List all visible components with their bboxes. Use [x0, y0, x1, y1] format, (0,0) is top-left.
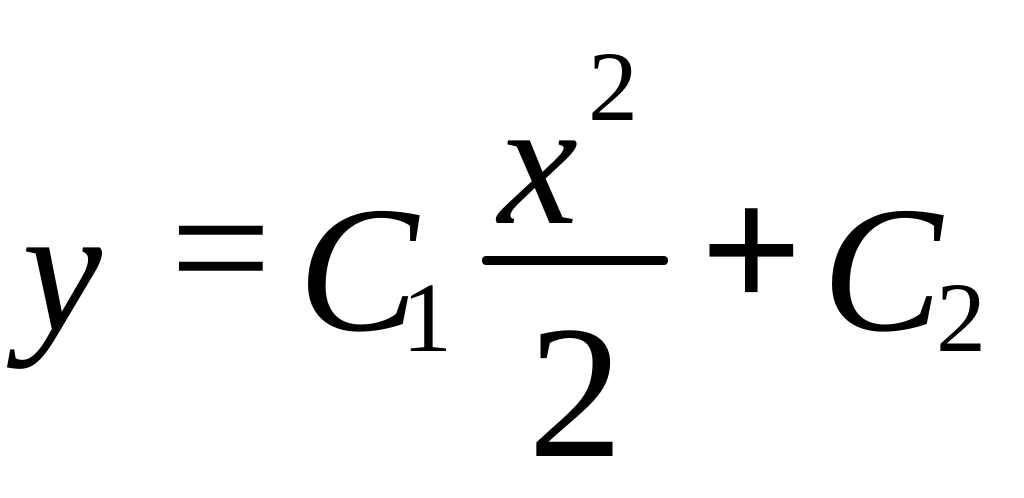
equation: y = C 1 x 2 2 + C 2 — [22, 31, 986, 489]
constant-c1-subscript: 1 — [402, 262, 452, 373]
fraction-denominator: 2 — [528, 288, 623, 498]
constant-c1: C — [298, 170, 419, 369]
constant-c2: C — [822, 170, 943, 369]
constant-c2-subscript: 2 — [936, 262, 986, 373]
fraction-numerator-exponent: 2 — [588, 31, 638, 142]
variable-y: y — [22, 170, 102, 369]
fraction-numerator-variable: x — [498, 63, 578, 262]
equals-sign: = — [170, 148, 272, 347]
fraction-bar — [482, 256, 668, 265]
plus-sign: + — [700, 150, 803, 349]
